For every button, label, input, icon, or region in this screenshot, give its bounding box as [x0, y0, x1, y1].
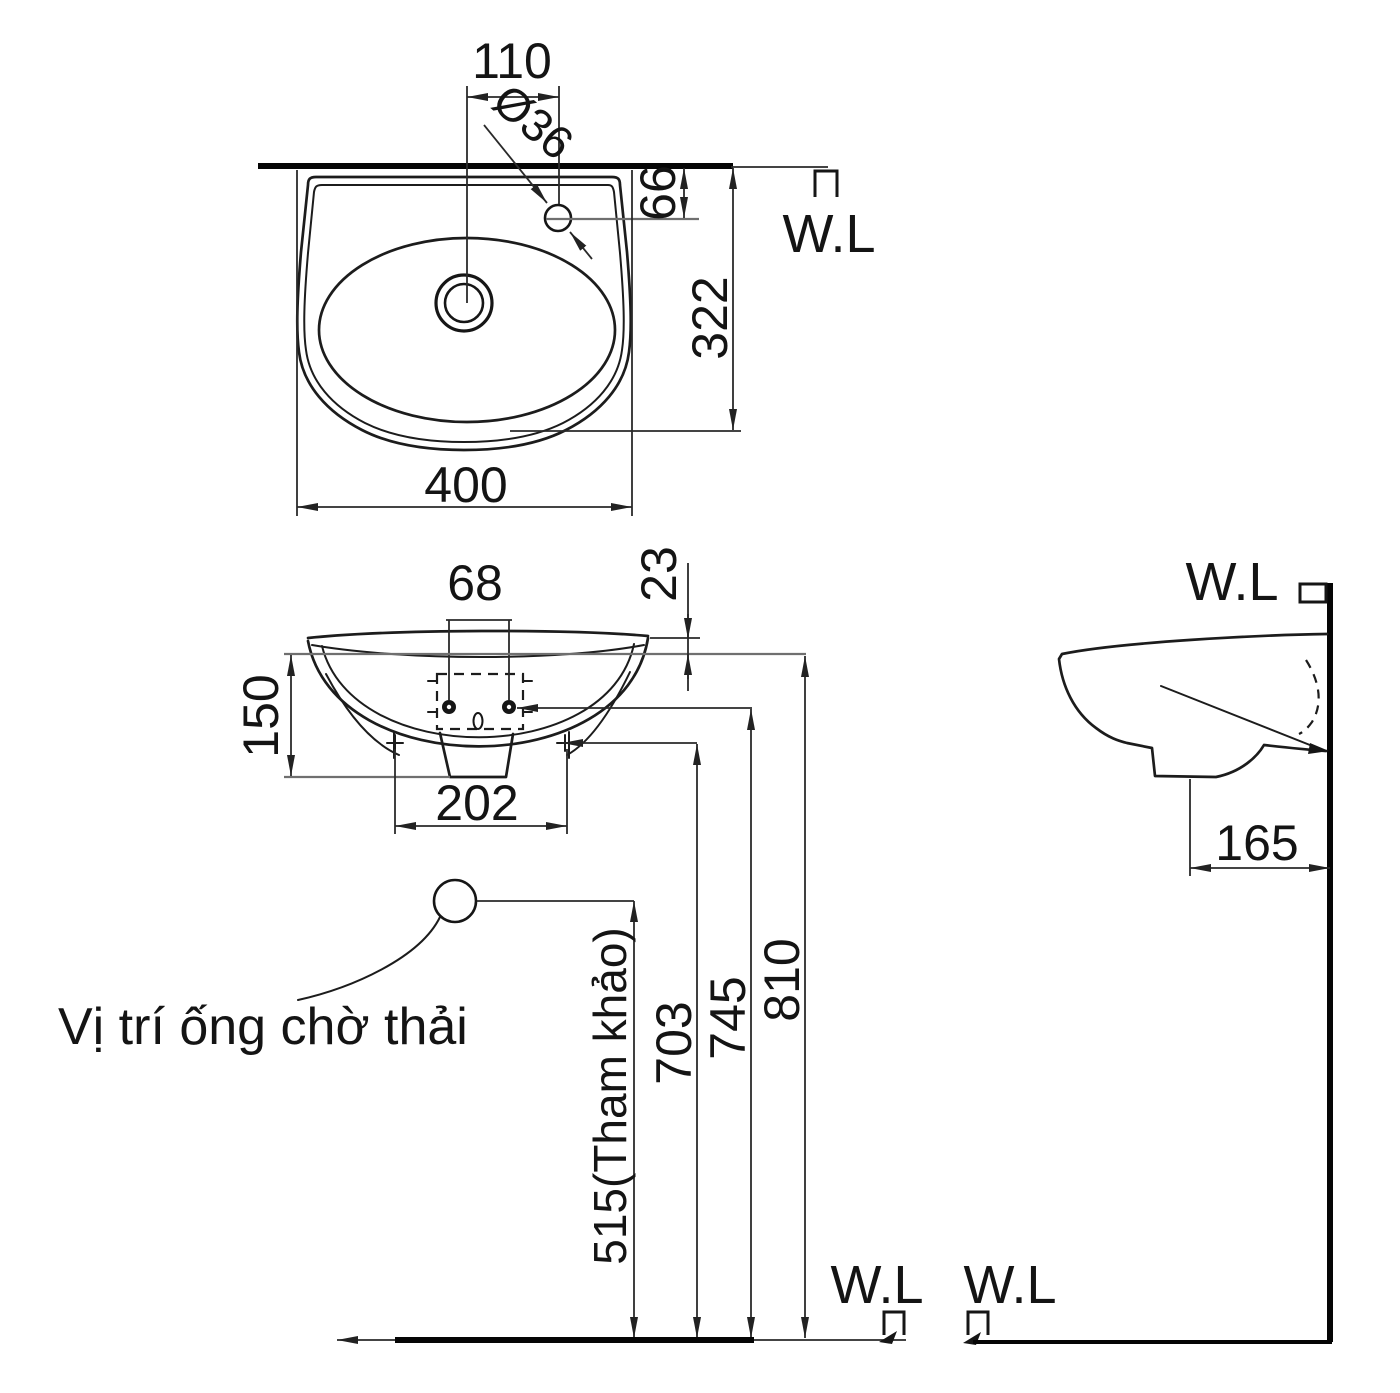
dim-322-label: 322: [682, 276, 738, 359]
bolt-hole-right-center: [506, 704, 512, 710]
dim-66-label: 66: [630, 165, 686, 221]
dim-745-label: 745: [700, 976, 756, 1059]
side-profile-outline: [1057, 632, 1329, 779]
dim-150-label: 150: [233, 674, 289, 757]
right-wing-curve: [566, 671, 631, 756]
water-line-label-floor-right: W.L: [963, 1255, 1056, 1315]
dim-515-label: 515(Tham khảo): [584, 927, 636, 1265]
front-view: 68 23 150 202 Vị trí ống chờ thải 515(Th…: [58, 546, 1057, 1345]
water-line-arrow-floor-left-icon: [879, 1331, 897, 1344]
water-line-label-side: W.L: [1185, 552, 1278, 612]
dim-703-label: 703: [646, 1001, 702, 1084]
water-line-marker-floor-right-icon: [966, 1310, 990, 1335]
mounting-plate-ticks: [427, 680, 533, 713]
water-line-label-plan: W.L: [782, 204, 875, 264]
side-wall-junction-arrow-icon: [1308, 743, 1329, 754]
dim-110-label: 110: [472, 33, 552, 89]
waste-pipe-circle: [432, 878, 478, 924]
front-bowl-outer-curve: [306, 636, 650, 748]
bolt-hole-left-center: [446, 704, 452, 710]
hanger-point-left-cross: [386, 734, 404, 752]
front-rim-top-edge: [306, 629, 650, 640]
dim-line-68: [446, 619, 512, 700]
front-bowl-inner-curve: [321, 643, 635, 739]
waste-pipe-leader-line: [297, 916, 441, 1001]
top-view: W.L 110 Ø36 66 322 400: [258, 33, 876, 516]
basin-outline-inner: [303, 184, 625, 443]
drain-inner-circle: [443, 282, 485, 324]
side-view: W.L 165: [973, 552, 1333, 1344]
center-slot: [472, 712, 484, 730]
front-rim-deck-arc: [311, 644, 645, 658]
wall-line-marker-side-icon: [1298, 582, 1328, 604]
side-inner-bowl-line: [1160, 685, 1321, 750]
dim-810-label: 810: [754, 938, 810, 1021]
dim-202-label: 202: [435, 775, 518, 831]
dim-400-label: 400: [424, 457, 507, 513]
faucet-dia-leader-lower: [569, 231, 593, 260]
mounting-plate-dashed-box: [435, 672, 525, 731]
water-line-marker-floor-left-icon: [882, 1310, 906, 1335]
wall-line-marker-plan-icon: [813, 169, 839, 197]
side-hidden-drain-dashed-line: [1298, 659, 1320, 735]
waste-pipe-note: Vị trí ống chờ thải: [58, 998, 468, 1056]
drain-outer-circle: [434, 273, 494, 333]
water-line-label-floor-left: W.L: [830, 1255, 923, 1315]
dim-68-label: 68: [447, 555, 503, 611]
left-wing-curve: [325, 673, 400, 756]
drain-outlet-front: [438, 731, 515, 779]
dim-23-label: 23: [631, 546, 687, 602]
faucet-dia-leader-upper: [483, 124, 548, 204]
dim-165-label: 165: [1215, 815, 1298, 871]
